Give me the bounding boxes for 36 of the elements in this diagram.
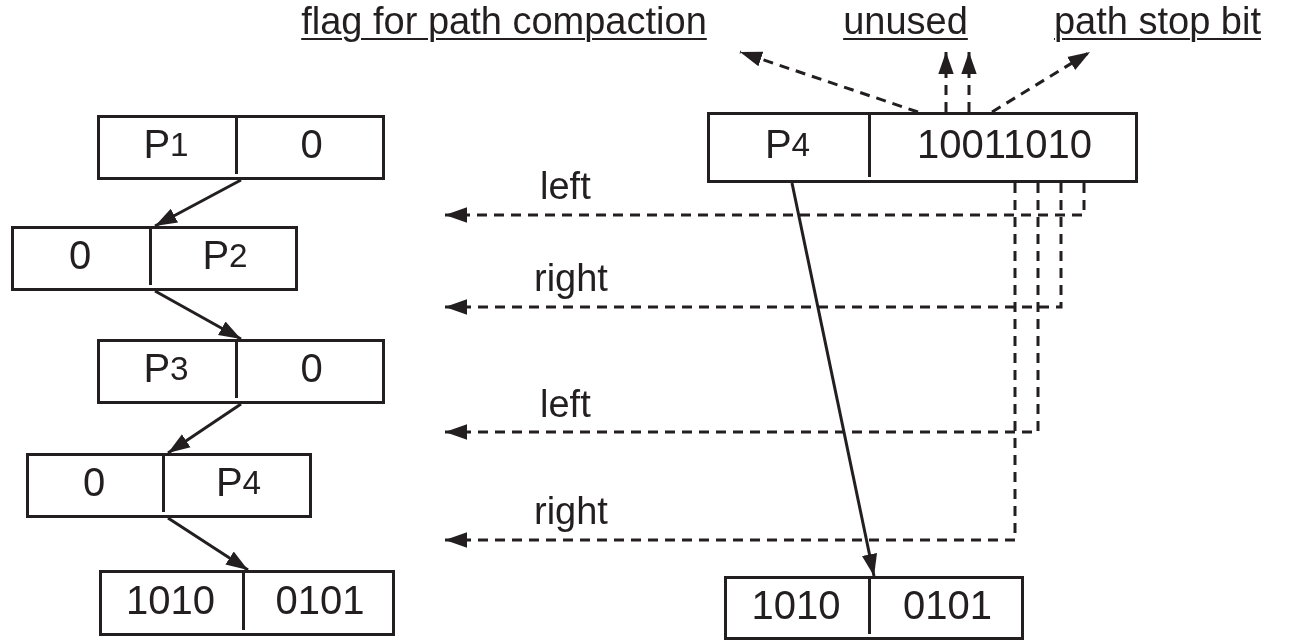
record-field: 0101 [248, 570, 392, 630]
record-field: 0 [11, 226, 152, 285]
arrow [445, 183, 1086, 223]
arrow [739, 50, 919, 114]
record-field: 0 [26, 453, 165, 512]
arrow [167, 402, 242, 455]
record-box [11, 226, 298, 291]
arrow [961, 52, 977, 112]
arrow [154, 289, 242, 341]
record-box [26, 453, 312, 518]
arrow [790, 182, 878, 577]
record-box [99, 570, 395, 636]
arrow [938, 52, 954, 112]
edge-label: left [540, 384, 591, 424]
arrow [167, 516, 249, 572]
record-field: 0 [241, 339, 382, 398]
record-field: 0101 [874, 576, 1021, 634]
record-box [724, 576, 1024, 640]
record-box [97, 339, 385, 404]
edge-label: right [534, 258, 608, 298]
record-box [707, 112, 1138, 183]
field-label: unused [823, 0, 988, 52]
edge-label: right [534, 491, 608, 531]
arrow [445, 183, 1063, 315]
edge-label: left [540, 166, 591, 206]
arrow [445, 183, 1017, 548]
arrow [445, 183, 1040, 440]
arrow [991, 50, 1091, 114]
record-field: 10011010 [874, 112, 1135, 177]
record-field: 1010 [99, 570, 245, 630]
arrow [154, 178, 242, 228]
field-label: path stop bit [1015, 0, 1300, 52]
record-field: 1010 [724, 576, 871, 634]
field-label: flag for path compaction [228, 0, 780, 52]
record-box [97, 115, 385, 180]
record-field: 0 [241, 115, 382, 174]
